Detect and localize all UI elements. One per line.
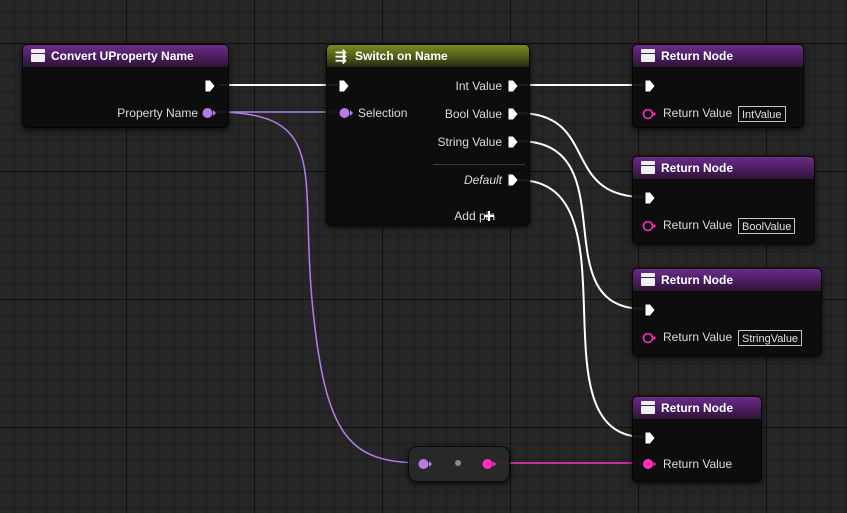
convert-uproperty-name-node[interactable]: Convert UProperty Name Property Name [22, 44, 229, 128]
switch-on-name-node[interactable]: ⇶ Switch on Name Selection Int Value Boo… [326, 44, 530, 226]
node-title: Return Node [661, 273, 733, 287]
node-header[interactable]: Return Node [633, 45, 803, 67]
exec-in-pin[interactable] [645, 432, 655, 444]
exec-in-pin[interactable] [645, 304, 655, 316]
return-value-default[interactable]: BoolValue [738, 218, 796, 234]
exec-in-pin[interactable] [645, 192, 655, 204]
plus-icon[interactable] [484, 208, 494, 221]
add-pin-label: Add pin [454, 209, 495, 223]
conversion-center-dot [455, 460, 461, 466]
function-icon [641, 161, 655, 174]
return-node-default[interactable]: Return Node Return Value [632, 396, 762, 482]
node-title: Return Node [661, 161, 733, 175]
return-value-default[interactable]: IntValue [738, 106, 786, 122]
node-header[interactable]: Return Node [633, 397, 761, 419]
function-icon [641, 49, 655, 62]
node-header[interactable]: Return Node [633, 269, 821, 291]
exec-wire-string [517, 140, 645, 310]
return-value-pin[interactable] [642, 108, 656, 120]
return-value-label: Return Value [663, 106, 733, 120]
conversion-node[interactable] [408, 446, 510, 482]
node-title: Switch on Name [355, 49, 448, 63]
exec-out-pin[interactable] [205, 80, 215, 92]
int-value-exec-pin[interactable] [508, 80, 518, 92]
conversion-input-pin[interactable] [418, 458, 432, 470]
default-separator [433, 164, 525, 165]
switch-icon: ⇶ [335, 48, 347, 64]
return-node-string[interactable]: Return Node Return Value StringValue [632, 268, 822, 356]
return-value-pin[interactable] [642, 458, 656, 470]
node-title: Return Node [661, 401, 733, 415]
bool-value-exec-pin[interactable] [508, 108, 518, 120]
function-icon [641, 401, 655, 414]
conversion-output-pin[interactable] [482, 458, 496, 470]
int-value-label: Int Value [455, 79, 502, 93]
exec-in-pin[interactable] [339, 80, 349, 92]
node-title: Return Node [661, 49, 733, 63]
node-title: Convert UProperty Name [51, 49, 194, 63]
return-value-label: Return Value [663, 457, 733, 471]
selection-pin[interactable] [339, 107, 353, 119]
exec-wire-default [517, 179, 645, 438]
string-value-label: String Value [437, 135, 502, 149]
return-value-default[interactable]: StringValue [738, 330, 803, 346]
node-header[interactable]: ⇶ Switch on Name [327, 45, 529, 67]
default-label: Default [463, 173, 502, 187]
add-pin-button[interactable]: Add pin [454, 207, 495, 225]
return-node-int[interactable]: Return Node Return Value IntValue [632, 44, 804, 128]
return-value-label: Return Value [663, 330, 733, 344]
return-value-pin[interactable] [642, 332, 656, 344]
property-name-label: Property Name [117, 106, 198, 120]
node-header[interactable]: Return Node [633, 157, 814, 179]
function-icon [641, 273, 655, 286]
property-name-pin[interactable] [202, 107, 216, 119]
node-header[interactable]: Convert UProperty Name [23, 45, 228, 67]
function-icon [31, 49, 45, 62]
selection-label: Selection [358, 106, 408, 120]
default-exec-pin[interactable] [508, 174, 518, 186]
bool-value-label: Bool Value [444, 107, 502, 121]
return-node-bool[interactable]: Return Node Return Value BoolValue [632, 156, 815, 244]
exec-wire-bool [517, 112, 645, 198]
string-value-exec-pin[interactable] [508, 136, 518, 148]
return-value-label: Return Value [663, 218, 733, 232]
return-value-pin[interactable] [642, 220, 656, 232]
exec-in-pin[interactable] [645, 80, 655, 92]
